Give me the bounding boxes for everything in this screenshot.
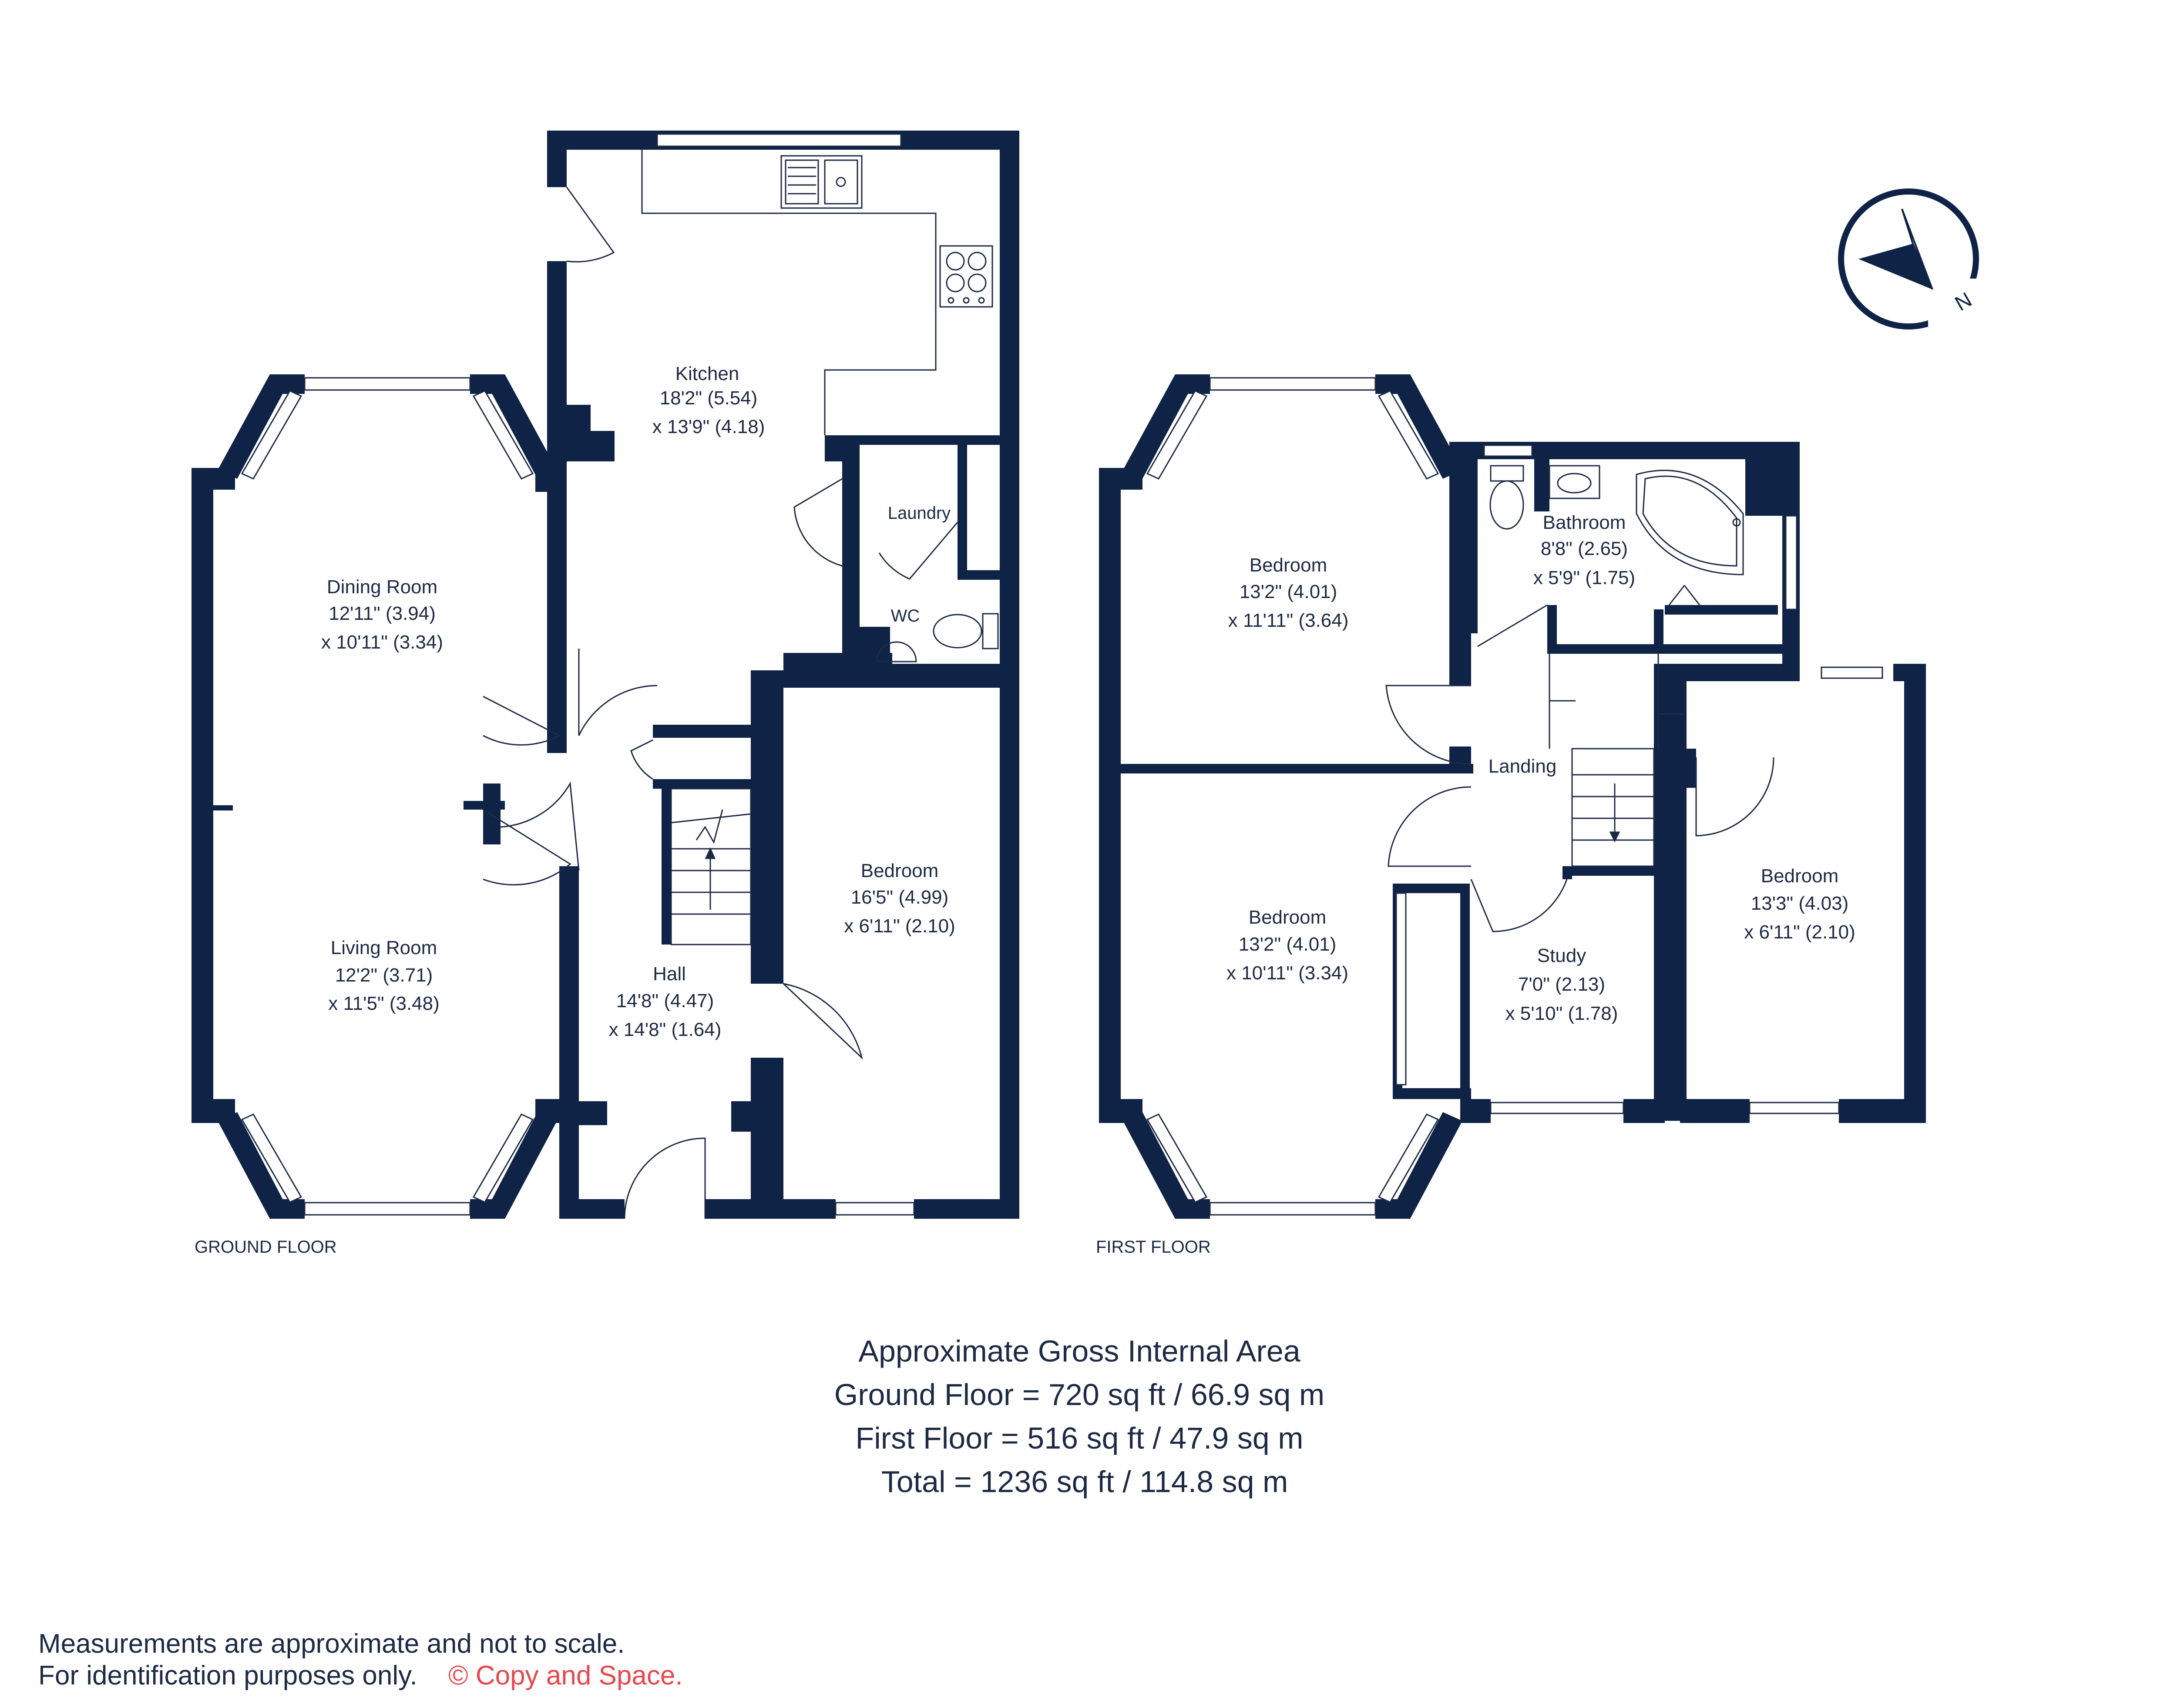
room-dimension: x 11'5" (3.48) xyxy=(328,993,440,1014)
room-dimension: 16'5" (4.99) xyxy=(851,887,949,908)
ground-floor-walls xyxy=(192,131,1019,1219)
bay-wall xyxy=(1393,1112,1462,1219)
kitchen-counter xyxy=(641,150,937,435)
area-title: Approximate Gross Internal Area xyxy=(858,1334,1300,1368)
room-dimension: x 6'11" (2.10) xyxy=(844,915,955,937)
room-landing: Landing xyxy=(1489,756,1557,777)
ground-stairs xyxy=(670,788,752,945)
ground-doors xyxy=(483,187,958,1219)
room-dimension: 12'11" (3.94) xyxy=(329,603,436,624)
basin-icon xyxy=(876,641,917,662)
room-dimension: 12'2" (3.71) xyxy=(335,965,433,986)
bay-wall xyxy=(1123,374,1193,479)
first-floor-label: FIRST FLOOR xyxy=(1096,1237,1211,1257)
first-doors xyxy=(1385,585,1774,932)
room-study: Study 7'0" (2.13) x 5'10" (1.78) xyxy=(1505,945,1618,1024)
room-dimension: 14'8" (4.47) xyxy=(616,990,714,1012)
toilet-icon xyxy=(933,613,999,649)
room-name: Living Room xyxy=(331,937,437,958)
room-name: Kitchen xyxy=(675,363,739,384)
bay-wall xyxy=(487,374,557,479)
room-dimension: x 11'11" (3.64) xyxy=(1228,610,1349,631)
room-dimension: x 13'9" (4.18) xyxy=(652,416,765,437)
disclaimer-line-2: For identification purposes only. xyxy=(38,1661,417,1691)
bay-wall xyxy=(218,374,287,479)
bath-icon xyxy=(1636,470,1744,575)
room-dimension: x 5'10" (1.78) xyxy=(1505,1003,1618,1024)
compass: N xyxy=(1838,188,1980,329)
room-wc: WC xyxy=(891,606,920,625)
room-dining: Dining Room 12'11" (3.94) x 10'11" (3.34… xyxy=(321,576,443,653)
area-total: Total = 1236 sq ft / 114.8 sq m xyxy=(881,1465,1288,1499)
area-ground: Ground Floor = 720 sq ft / 66.9 sq m xyxy=(834,1378,1324,1412)
bay-wall xyxy=(487,1112,557,1219)
room-dimension: x 14'8" (1.64) xyxy=(609,1019,722,1040)
room-bedroom-rear-first: Bedroom 13'2" (4.01) x 10'11" (3.34) xyxy=(1226,907,1348,984)
room-kitchen: Kitchen 18'2" (5.54) x 13'9" (4.18) xyxy=(652,363,765,437)
room-dimension: 13'3" (4.03) xyxy=(1751,893,1849,914)
room-dimension: 13'2" (4.01) xyxy=(1240,581,1337,602)
disclaimer: Measurements are approximate and not to … xyxy=(38,1629,683,1691)
room-name: Bedroom xyxy=(1249,907,1327,928)
room-name: Dining Room xyxy=(327,576,437,598)
room-name: Study xyxy=(1537,945,1586,966)
room-bedroom-small-first: Bedroom 13'3" (4.03) x 6'11" (2.10) xyxy=(1744,865,1855,943)
bay-wall xyxy=(218,1112,287,1219)
basin-icon xyxy=(1549,465,1600,499)
ground-windows xyxy=(241,133,915,1216)
room-name: Bathroom xyxy=(1543,512,1626,533)
first-floor-walls xyxy=(1099,374,1926,1219)
room-dimension: 8'8" (2.65) xyxy=(1541,538,1628,559)
first-stairs xyxy=(1549,654,1684,867)
room-hall: Hall 14'8" (4.47) x 14'8" (1.64) xyxy=(609,963,722,1040)
room-dimension: x 10'11" (3.34) xyxy=(321,632,443,653)
room-name: Bedroom xyxy=(1250,555,1327,576)
toilet-icon xyxy=(1489,465,1524,530)
hob-icon xyxy=(939,245,993,308)
room-bedroom-ground: Bedroom 16'5" (4.99) x 6'11" (2.10) xyxy=(844,860,955,937)
room-dimension: 18'2" (5.54) xyxy=(660,387,758,409)
area-summary: Approximate Gross Internal Area Ground F… xyxy=(834,1334,1324,1499)
room-dimension: 13'2" (4.01) xyxy=(1239,934,1337,955)
first-windows xyxy=(1146,377,1883,1216)
first-floor-plan: Bedroom 13'2" (4.01) x 11'11" (3.64) Bed… xyxy=(1096,374,1926,1257)
room-laundry: Laundry xyxy=(888,504,951,523)
room-dimension: x 6'11" (2.10) xyxy=(1744,921,1855,943)
room-bedroom-front-first: Bedroom 13'2" (4.01) x 11'11" (3.64) xyxy=(1228,555,1349,631)
copyright-notice: © Copy and Space. xyxy=(448,1661,683,1691)
room-bathroom: Bathroom 8'8" (2.65) x 5'9" (1.75) xyxy=(1533,512,1635,588)
north-arrow-icon xyxy=(1838,188,1980,329)
bay-wall xyxy=(1393,374,1462,479)
room-dimension: x 10'11" (3.34) xyxy=(1226,962,1348,984)
ground-floor-label: GROUND FLOOR xyxy=(195,1237,337,1257)
disclaimer-line-1: Measurements are approximate and not to … xyxy=(38,1629,625,1659)
room-name: Bedroom xyxy=(861,860,939,881)
bay-wall xyxy=(1123,1112,1193,1219)
ground-floor-plan: Kitchen 18'2" (5.54) x 13'9" (4.18) Dini… xyxy=(192,131,1019,1257)
room-dimension: x 5'9" (1.75) xyxy=(1533,567,1635,588)
room-dimension: 7'0" (2.13) xyxy=(1518,974,1605,995)
room-name: Hall xyxy=(653,963,686,985)
sink-icon xyxy=(780,155,863,209)
room-living: Living Room 12'2" (3.71) x 11'5" (3.48) xyxy=(328,937,440,1014)
area-first: First Floor = 516 sq ft / 47.9 sq m xyxy=(855,1421,1303,1455)
room-name: Bedroom xyxy=(1761,865,1839,887)
